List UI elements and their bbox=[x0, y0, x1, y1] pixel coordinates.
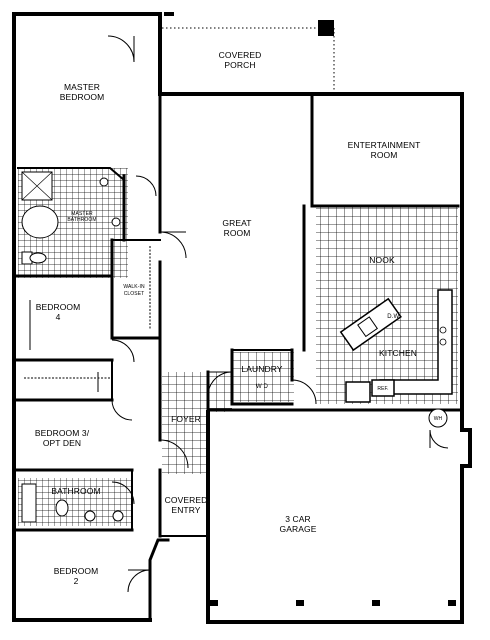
bathtub-icon bbox=[21, 205, 59, 239]
refrigerator-box bbox=[371, 379, 395, 397]
sink-icon bbox=[357, 316, 378, 338]
washer-dryer-label: W D bbox=[256, 384, 269, 390]
water-heater-icon bbox=[428, 408, 448, 428]
toilet-icon-2 bbox=[55, 499, 69, 517]
walls bbox=[12, 12, 472, 624]
cooktop-icon bbox=[439, 326, 447, 334]
kitchen-counters bbox=[339, 289, 453, 403]
master-sink-icon bbox=[99, 177, 109, 187]
bathroom-label: BATHROOM bbox=[51, 486, 100, 496]
dishwasher-label: D.W. bbox=[387, 314, 401, 320]
bathroom-fixtures bbox=[21, 171, 448, 523]
hall-tile bbox=[210, 372, 232, 412]
laundry-label: LAUNDRY bbox=[241, 364, 282, 374]
garage-door-marks bbox=[210, 600, 456, 606]
doors bbox=[107, 35, 449, 593]
sink-icon-2 bbox=[84, 510, 96, 522]
sink-icon-3 bbox=[112, 510, 124, 522]
refrigerator-label: REF. bbox=[377, 386, 388, 392]
bedroom-3-label: BEDROOM 3/OPT DEN bbox=[35, 428, 90, 448]
closet-shelves bbox=[24, 246, 151, 392]
water-heater-label: WH bbox=[434, 416, 443, 422]
nook-label: NOOK bbox=[369, 255, 395, 265]
kitchen-label: KITCHEN bbox=[379, 348, 417, 358]
foyer-label: FOYER bbox=[171, 414, 201, 424]
covered-porch-outline bbox=[162, 20, 335, 94]
tub-icon bbox=[21, 483, 37, 523]
laundry-tile bbox=[232, 352, 294, 402]
